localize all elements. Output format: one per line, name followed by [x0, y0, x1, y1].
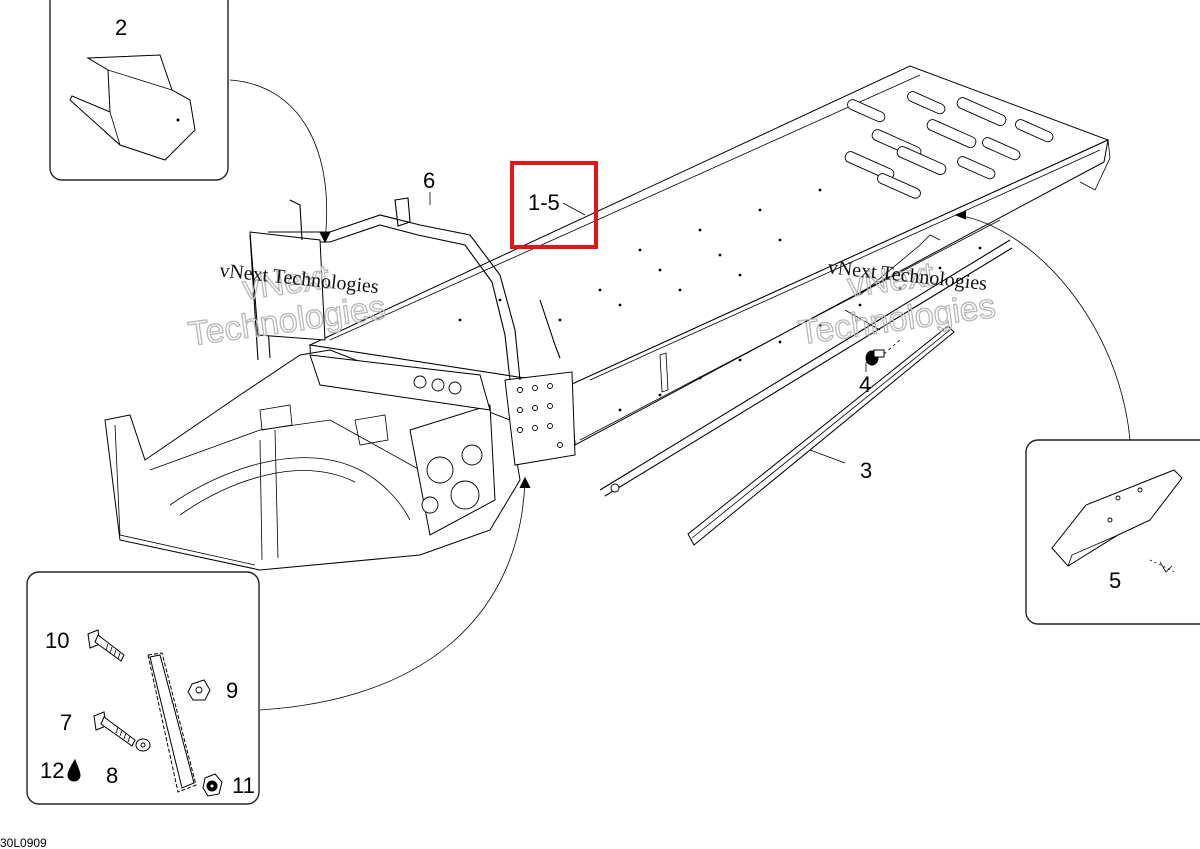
- callout-10: 10: [45, 628, 69, 653]
- callout-11: 11: [232, 773, 255, 798]
- callout-1-5: 1-5: [528, 190, 560, 215]
- fastener-part-4: [865, 339, 901, 366]
- deck-slots: [844, 91, 1054, 199]
- detail-box-part-2: [49, 0, 229, 181]
- callout-4: 4: [859, 372, 871, 397]
- callout-5: 5: [1109, 568, 1121, 593]
- front-frame: [104, 349, 576, 571]
- callout-12: 12: [40, 758, 64, 783]
- bolt-part-7: [93, 711, 136, 747]
- strap: [147, 652, 197, 793]
- callout-8: 8: [106, 763, 118, 788]
- callout-labels: 2 6 1-5 4 3 5 10 9 7 12 8 11: [40, 15, 1121, 798]
- drawing-code: 30L0909: [0, 836, 47, 849]
- highlight-box: [510, 161, 598, 249]
- drop-icon: [67, 758, 81, 782]
- callout-6: 6: [423, 168, 435, 193]
- callout-9: 9: [226, 678, 238, 703]
- nut-part-11: [202, 773, 223, 797]
- plate-holes: [517, 383, 563, 448]
- detail-box-part-5: [1025, 439, 1200, 625]
- detail-box-hardware: [26, 571, 260, 805]
- nut-part-9: [187, 679, 211, 701]
- rivet-dots: [458, 188, 982, 412]
- footrest-bar-part-3: [687, 325, 955, 546]
- callout-3: 3: [860, 458, 872, 483]
- callout-7: 7: [60, 710, 72, 735]
- callout-2: 2: [115, 15, 127, 40]
- bolt-part-10: [87, 629, 125, 662]
- running-board-edge: [599, 234, 1013, 497]
- reference-arrows: [229, 79, 1131, 711]
- roll-bar: [249, 197, 561, 381]
- washer-part-8: [135, 738, 151, 752]
